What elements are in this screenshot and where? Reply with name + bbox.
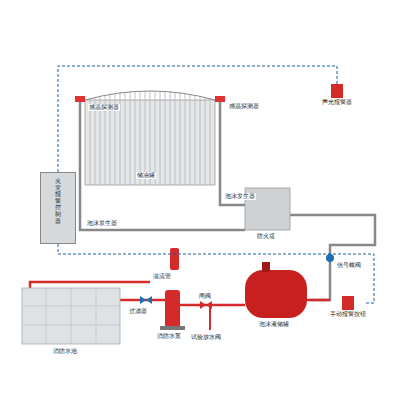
part-label: 消防水泵 xyxy=(156,333,182,340)
foam-valve xyxy=(262,262,270,272)
valve xyxy=(200,301,206,309)
alarm-device: 声光报警器 xyxy=(322,84,352,106)
signal-line xyxy=(58,244,374,303)
foam-tank xyxy=(245,270,307,318)
valve xyxy=(140,296,146,304)
part-label: 泡沫发生器 xyxy=(224,193,256,200)
pump-base xyxy=(160,326,185,330)
valve xyxy=(146,296,152,304)
drain-pipe xyxy=(209,305,211,330)
device-label: 手动报警按钮 xyxy=(330,311,366,318)
alarm-device: 手动报警按钮 xyxy=(330,296,366,318)
part-label: 泡沫发生器 xyxy=(86,220,118,227)
alarm-box xyxy=(342,296,354,310)
part-label: 试验放水阀 xyxy=(190,334,222,341)
pump xyxy=(165,290,180,328)
grey-pipes xyxy=(80,100,375,300)
panel-label: 火灾报警控制器 xyxy=(55,178,61,238)
water-tank xyxy=(22,288,120,344)
signal-valve xyxy=(326,254,334,262)
signal-line xyxy=(58,66,337,172)
part-label: 感温探测器 xyxy=(228,103,260,110)
part-label: 信号蝶阀 xyxy=(336,262,362,269)
device-label: 声光报警器 xyxy=(322,99,352,106)
controller-panel: 火灾报警控制器 xyxy=(40,172,76,244)
part-label: 储油罐 xyxy=(136,172,156,179)
gas-cylinder xyxy=(170,248,179,270)
part-label: 泡沫液储罐 xyxy=(258,321,290,328)
part-label: 过滤器 xyxy=(128,308,148,315)
part-label: 溢流管 xyxy=(152,273,172,280)
detector xyxy=(215,96,225,102)
part-label: 闸阀 xyxy=(198,293,212,300)
part-label: 防火堤 xyxy=(256,233,276,240)
part-label: 消防水池 xyxy=(52,348,78,355)
tank-roof xyxy=(85,91,215,100)
alarm-box xyxy=(331,84,343,98)
part-label: 感温探测器 xyxy=(88,104,120,111)
detector xyxy=(75,96,85,102)
tank-grid xyxy=(22,288,120,344)
